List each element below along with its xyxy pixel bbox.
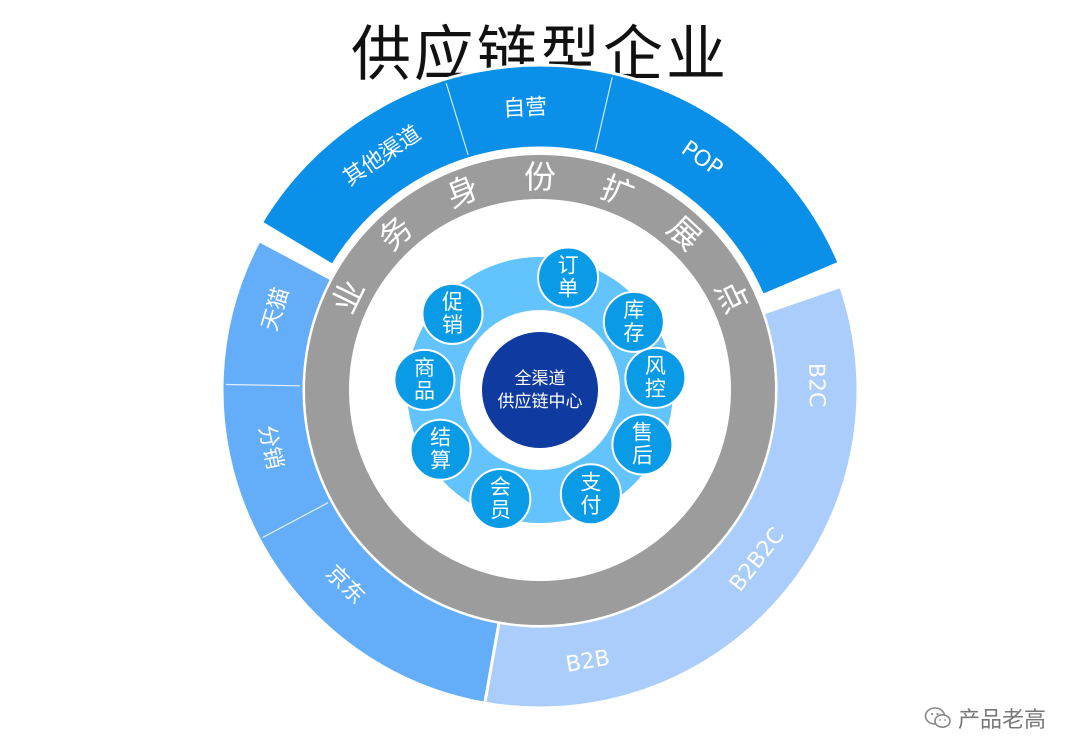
module-label: 会员 xyxy=(490,475,511,522)
ring-character: 份 xyxy=(524,158,556,196)
watermark: 产品老高 xyxy=(924,702,1046,734)
module-node: 订单 xyxy=(537,246,600,309)
channel-divider xyxy=(226,383,301,387)
module-node-circle xyxy=(393,348,456,411)
channel-divider xyxy=(594,77,613,151)
watermark-text: 产品老高 xyxy=(957,708,1046,733)
module-node: 风控 xyxy=(624,346,687,409)
channel-label: 自营 xyxy=(503,95,548,122)
channel-group-top xyxy=(259,63,842,298)
module-node-circle xyxy=(537,246,600,309)
module-node: 结算 xyxy=(409,418,472,481)
channel-group-left xyxy=(220,238,501,705)
module-node: 库存 xyxy=(602,290,665,353)
module-node: 售后 xyxy=(611,413,674,476)
module-label: 库存 xyxy=(623,298,644,345)
module-node-circle xyxy=(421,282,484,345)
module-node: 商品 xyxy=(393,348,456,411)
module-label: 售后 xyxy=(632,420,653,467)
module-label: 商品 xyxy=(414,356,435,403)
module-node: 会员 xyxy=(469,468,532,531)
channel-divider xyxy=(445,82,469,155)
channel-divider xyxy=(262,502,329,538)
center-label-line2: 供应链中心 xyxy=(498,392,583,412)
module-node-circle xyxy=(409,418,472,481)
module-node-circle xyxy=(602,290,665,353)
center-label-line1: 全渠道 xyxy=(515,369,566,389)
business-identity-ring xyxy=(305,155,775,625)
channel-group-right xyxy=(483,284,860,710)
module-label: 订单 xyxy=(558,253,579,300)
module-label: 支付 xyxy=(580,470,601,517)
module-label: 结算 xyxy=(430,426,451,473)
module-node-circle xyxy=(559,463,622,526)
module-node-circle xyxy=(624,346,687,409)
module-label: 风控 xyxy=(645,354,666,401)
wechat-icon xyxy=(924,707,951,728)
channel-label: B2C xyxy=(803,363,829,408)
module-node-circle xyxy=(469,468,532,531)
center-circle xyxy=(482,332,598,448)
module-node: 支付 xyxy=(559,463,622,526)
module-label: 促销 xyxy=(442,290,463,337)
module-node: 促销 xyxy=(421,282,484,345)
module-node-circle xyxy=(611,413,674,476)
